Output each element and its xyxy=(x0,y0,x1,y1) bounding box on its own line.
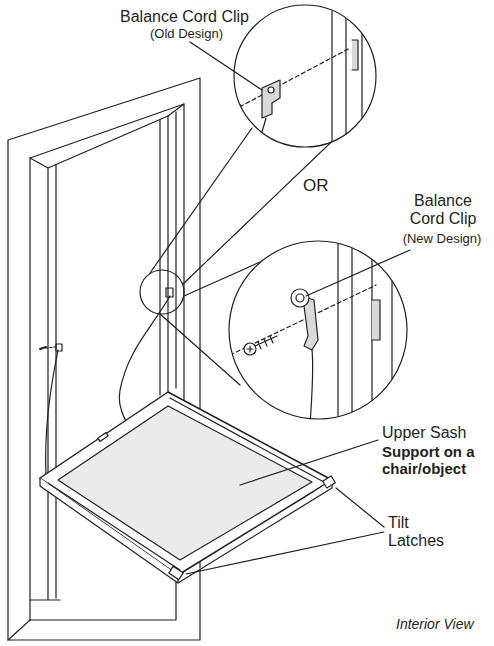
cord-clip xyxy=(166,288,173,297)
detail-circle xyxy=(234,5,376,147)
instruction-note: Support on a chair/object xyxy=(382,443,490,478)
old-cord-clip xyxy=(262,80,280,118)
detail-circle xyxy=(229,241,407,419)
part-label: Balance Cord Clip xyxy=(120,8,290,26)
part-note: (Old Design) xyxy=(150,27,270,42)
or-label: OR xyxy=(303,176,343,196)
cord-clip xyxy=(56,344,62,351)
screw xyxy=(255,336,277,349)
balance-cord xyxy=(250,118,266,160)
sash-lock xyxy=(98,433,109,442)
leader-line xyxy=(190,42,262,90)
leader-line xyxy=(186,488,384,574)
screw xyxy=(228,105,240,112)
balance-cord xyxy=(46,350,58,478)
part-label: Upper Sash xyxy=(382,424,490,442)
view-label: Interior View xyxy=(396,616,488,632)
part-label: Balance Cord Clip xyxy=(398,192,488,229)
part-note: (New Design) xyxy=(394,232,490,247)
leader-line xyxy=(240,440,378,485)
magnifier-circle xyxy=(140,270,184,314)
right-jamb xyxy=(160,112,176,395)
tilt-latch xyxy=(323,476,336,488)
sash-glass xyxy=(58,406,312,560)
balance-cord xyxy=(310,350,313,425)
tilt-latch xyxy=(169,566,183,579)
part-label: Tilt Latches xyxy=(388,514,468,551)
upper-sash xyxy=(40,392,332,575)
leader-line xyxy=(306,250,410,296)
